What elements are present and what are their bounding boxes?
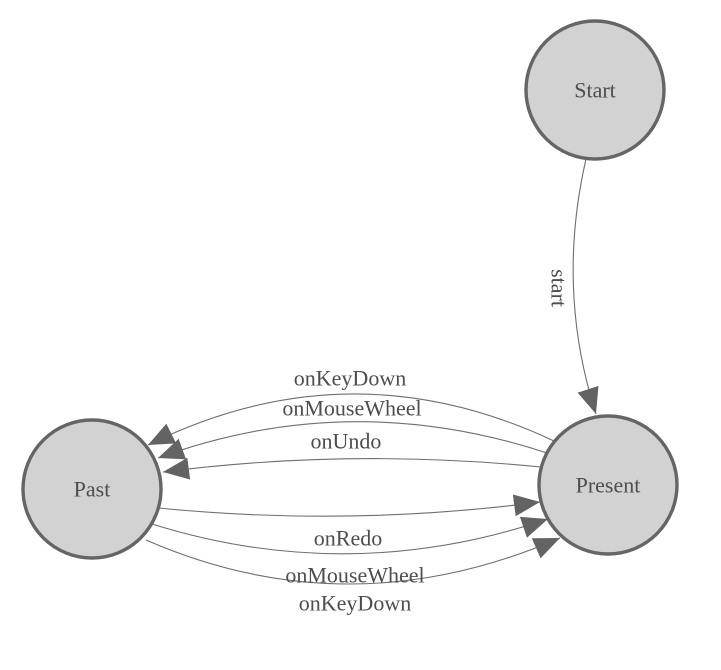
edge-label-onkeydown-top: onKeyDown (294, 366, 406, 391)
edge-label-onundo: onUndo (311, 429, 382, 454)
node-start: Start (524, 19, 666, 161)
node-present-circle (537, 414, 679, 556)
edge-start-to-present (572, 158, 599, 415)
node-present-label: Present (576, 473, 641, 498)
edge-label-onmousewheel-top: onMouseWheel (282, 396, 421, 421)
node-past-circle (21, 418, 163, 560)
edge-present-to-past-onundo (162, 457, 542, 480)
edge-label-onredo: onRedo (314, 526, 382, 551)
edges-group (145, 158, 599, 585)
nodes-group: Start Past Present (21, 19, 679, 560)
node-past-label: Past (74, 477, 111, 502)
edge-past-to-present-onredo (157, 494, 541, 517)
node-past: Past (21, 418, 163, 560)
edge-label-start: start (546, 269, 571, 307)
node-start-circle (524, 19, 666, 161)
edge-labels-group: start onKeyDown onMouseWheel onUndo onRe… (282, 269, 571, 616)
edge-present-to-past-onkeydown (147, 393, 555, 446)
edge-label-onmousewheel-bottom: onMouseWheel (285, 563, 424, 588)
edge-past-to-present-onmousewheel (151, 516, 549, 555)
node-start-label: Start (574, 78, 616, 103)
edge-present-to-past-onmousewheel (157, 421, 548, 460)
edge-label-onkeydown-bottom: onKeyDown (299, 591, 411, 616)
edge-past-to-present-onkeydown (145, 537, 561, 585)
node-present: Present (537, 414, 679, 556)
